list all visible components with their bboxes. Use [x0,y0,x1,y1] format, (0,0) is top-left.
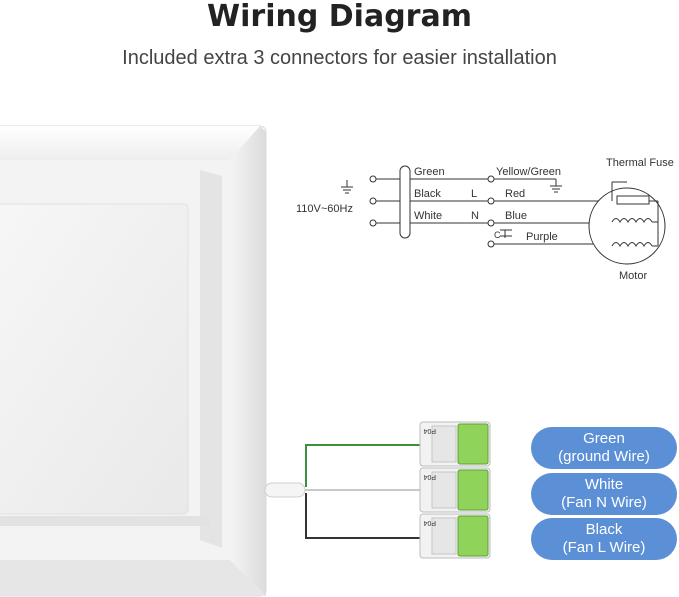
wire-connectors: P04 P04 P04 [419,421,491,559]
house-wire-white: White [414,210,442,222]
connector-top: P04 [419,421,491,467]
legend-pill-title: White [584,476,624,493]
motor-coil-bottom [611,242,653,248]
fan-wire-yellow-green: Yellow/Green [496,166,561,178]
legend-pill-black: Black (Fan L Wire) [531,518,677,560]
supply-ground-icon [341,180,353,194]
fan-wire-blue: Blue [505,210,527,222]
fan-wire-red: Red [505,188,525,200]
legend-pill-subtitle: (Fan L Wire) [562,539,646,556]
capacitor-icon [500,229,512,238]
connector-brand-text: P04 [423,473,436,480]
motor-label: Motor [619,270,647,282]
legend-pill-title: Black [585,521,623,538]
connector-brand-text: P04 [423,427,436,434]
page-title: Wiring Diagram [207,0,472,34]
thermal-fuse-label: Thermal Fuse [606,157,674,169]
legend-pill-green: Green (ground Wire) [531,427,677,469]
motor-coil-top [611,218,653,224]
legend-pill-title: Green [583,430,625,447]
schematic [341,165,666,265]
fan-wire-purple: Purple [526,231,558,243]
page-subtitle: Included extra 3 connectors for easier i… [122,47,557,69]
connector-bottom: P04 [419,513,491,559]
connector-brand-text: P04 [423,519,436,526]
schematic-labels: 110V~60Hz Green Black White L N Yellow/G… [296,157,674,282]
line-letter-l: L [471,188,477,200]
fan-housing [0,125,267,597]
fan-cable [264,444,420,539]
cable-bundle [399,165,411,239]
motor-icon [588,187,666,265]
legend-pill-white: White (Fan N Wire) [531,473,677,515]
supply-label: 110V~60Hz [296,203,353,215]
line-letter-n: N [471,210,479,222]
legend-pill-subtitle: (Fan N Wire) [561,494,647,511]
house-wire-black: Black [414,188,441,200]
fan-ground-icon [550,185,562,193]
thermal-fuse-icon [616,195,650,205]
house-wire-green: Green [414,166,445,178]
capacitor-letter: C [494,230,501,240]
connector-middle: P04 [419,467,491,513]
legend-pill-subtitle: (ground Wire) [558,448,650,465]
